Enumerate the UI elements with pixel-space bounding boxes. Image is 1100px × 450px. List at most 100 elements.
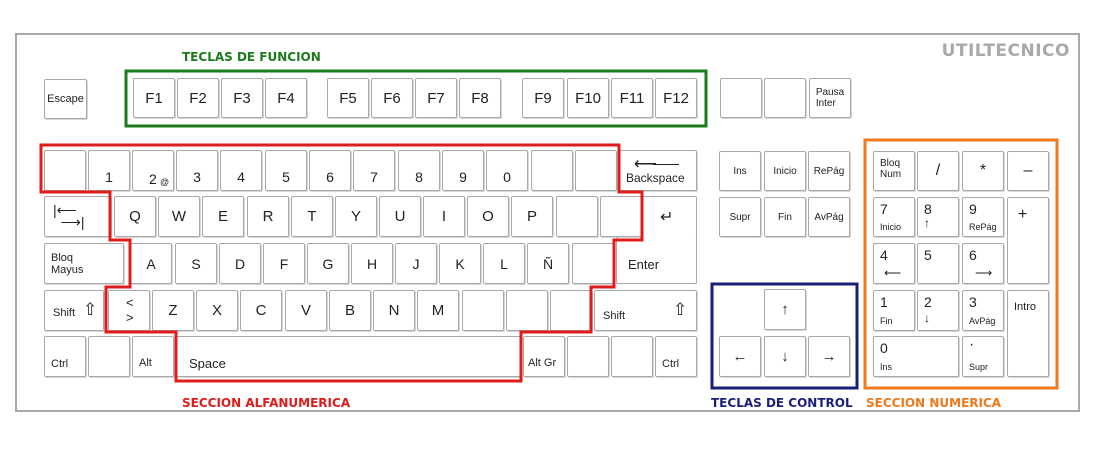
key-c[interactable]: C: [240, 290, 282, 331]
key-num-4[interactable]: 4 ⟵: [873, 243, 915, 284]
key-k[interactable]: K: [439, 243, 481, 284]
key-u[interactable]: U: [379, 196, 421, 237]
key-enter-lower[interactable]: [616, 237, 697, 284]
key-blank-excl[interactable]: [575, 150, 617, 191]
key-angle[interactable]: < >: [108, 290, 150, 331]
key-f9[interactable]: F9: [522, 78, 564, 118]
key-num-0[interactable]: 0 Ins: [873, 336, 959, 377]
key-blank-comma[interactable]: [462, 290, 504, 331]
key-repag[interactable]: RePág: [808, 151, 850, 191]
key-o[interactable]: O: [467, 196, 509, 237]
key-blank-win-right[interactable]: [567, 336, 609, 377]
key-num-7[interactable]: 7 Inicio: [873, 197, 915, 237]
key-y[interactable]: Y: [335, 196, 377, 237]
key-num-9[interactable]: 9 RePág: [962, 197, 1004, 237]
key-num-1[interactable]: 1 Fin: [873, 290, 915, 331]
key-num-decimal[interactable]: · Supr: [962, 336, 1004, 377]
key-f1[interactable]: F1: [133, 78, 175, 118]
key-num-3[interactable]: 3 AvPág: [962, 290, 1004, 331]
key-e[interactable]: E: [202, 196, 244, 237]
key-num-intro[interactable]: Intro: [1007, 290, 1049, 377]
key-ntilde[interactable]: Ñ: [527, 243, 569, 284]
key-f[interactable]: F: [263, 243, 305, 284]
key-m[interactable]: M: [417, 290, 459, 331]
key-7[interactable]: 7: [353, 150, 395, 191]
key-q[interactable]: Q: [114, 196, 156, 237]
key-inicio[interactable]: Inicio: [764, 151, 806, 191]
key-0[interactable]: 0: [486, 150, 528, 191]
key-n[interactable]: N: [373, 290, 415, 331]
key-bloq-mayus[interactable]: Bloq Mayus: [44, 243, 124, 284]
key-num-minus[interactable]: –: [1007, 151, 1049, 191]
key-blank-menu[interactable]: [611, 336, 653, 377]
key-w[interactable]: W: [158, 196, 200, 237]
key-num-plus[interactable]: +: [1007, 197, 1049, 284]
key-alt[interactable]: Alt: [132, 336, 174, 377]
key-fin[interactable]: Fin: [764, 197, 806, 237]
key-arrow-right[interactable]: →: [808, 336, 850, 377]
key-f2[interactable]: F2: [177, 78, 219, 118]
key-pausa-inter[interactable]: Pausa Inter: [809, 78, 851, 118]
key-8[interactable]: 8: [398, 150, 440, 191]
key-backspace[interactable]: ⟵ Backspace: [619, 150, 697, 191]
key-blank-tilde[interactable]: [44, 150, 86, 191]
key-h[interactable]: H: [351, 243, 393, 284]
key-4[interactable]: 4: [220, 150, 262, 191]
key-num-divide[interactable]: /: [917, 151, 959, 191]
key-alt-gr[interactable]: Alt Gr: [523, 336, 565, 377]
key-arrow-down[interactable]: ↓: [764, 336, 806, 377]
key-l[interactable]: L: [483, 243, 525, 284]
key-r[interactable]: R: [247, 196, 289, 237]
key-f12[interactable]: F12: [655, 78, 697, 118]
key-f7[interactable]: F7: [415, 78, 457, 118]
key-f4[interactable]: F4: [265, 78, 307, 118]
key-p[interactable]: P: [511, 196, 553, 237]
key-blank-print[interactable]: [720, 78, 762, 118]
key-3[interactable]: 3: [176, 150, 218, 191]
key-5[interactable]: 5: [265, 150, 307, 191]
key-space[interactable]: Space: [176, 336, 521, 377]
key-b[interactable]: B: [329, 290, 371, 331]
key-arrow-left[interactable]: ←: [719, 336, 761, 377]
key-s[interactable]: S: [175, 243, 217, 284]
key-blank-bracket[interactable]: [556, 196, 598, 237]
key-i[interactable]: I: [423, 196, 465, 237]
key-f8[interactable]: F8: [459, 78, 501, 118]
key-f10[interactable]: F10: [567, 78, 609, 118]
key-arrow-up[interactable]: ↑: [764, 289, 806, 330]
key-x[interactable]: X: [196, 290, 238, 331]
key-blank-brace[interactable]: [572, 243, 614, 284]
key-ins[interactable]: Ins: [719, 151, 761, 191]
key-tab[interactable]: |⟵ ⟶|: [44, 196, 111, 237]
key-g[interactable]: G: [307, 243, 349, 284]
key-num-8[interactable]: 8 ↑: [917, 197, 959, 237]
key-9[interactable]: 9: [442, 150, 484, 191]
key-blank-apos[interactable]: [531, 150, 573, 191]
key-blank-scroll[interactable]: [764, 78, 806, 118]
key-avpag[interactable]: AvPág: [808, 197, 850, 237]
key-f5[interactable]: F5: [327, 78, 369, 118]
key-ctrl-left[interactable]: Ctrl: [44, 336, 86, 377]
key-blank-win[interactable]: [88, 336, 130, 377]
key-supr[interactable]: Supr: [719, 197, 761, 237]
key-f11-label: F11: [619, 89, 645, 107]
key-escape[interactable]: Escape: [44, 79, 87, 119]
key-shift-right[interactable]: Shift ⇧: [594, 290, 697, 331]
key-num-multiply[interactable]: *: [962, 151, 1004, 191]
key-t[interactable]: T: [291, 196, 333, 237]
key-num-6[interactable]: 6 ⟶: [962, 243, 1004, 284]
key-6[interactable]: 6: [309, 150, 351, 191]
key-j[interactable]: J: [395, 243, 437, 284]
key-num-5[interactable]: 5: [917, 243, 959, 284]
key-f3[interactable]: F3: [221, 78, 263, 118]
key-bloq-num[interactable]: Bloq Num: [873, 151, 915, 191]
key-d[interactable]: D: [219, 243, 261, 284]
key-2[interactable]: 2 @: [132, 150, 174, 191]
key-num-2[interactable]: 2 ↓: [917, 290, 959, 331]
key-f11[interactable]: F11: [611, 78, 653, 118]
key-ctrl-right[interactable]: Ctrl: [655, 336, 697, 377]
key-f6[interactable]: F6: [371, 78, 413, 118]
key-a[interactable]: A: [130, 243, 172, 284]
key-shift-left[interactable]: Shift ⇧: [44, 290, 104, 331]
key-v[interactable]: V: [285, 290, 327, 331]
